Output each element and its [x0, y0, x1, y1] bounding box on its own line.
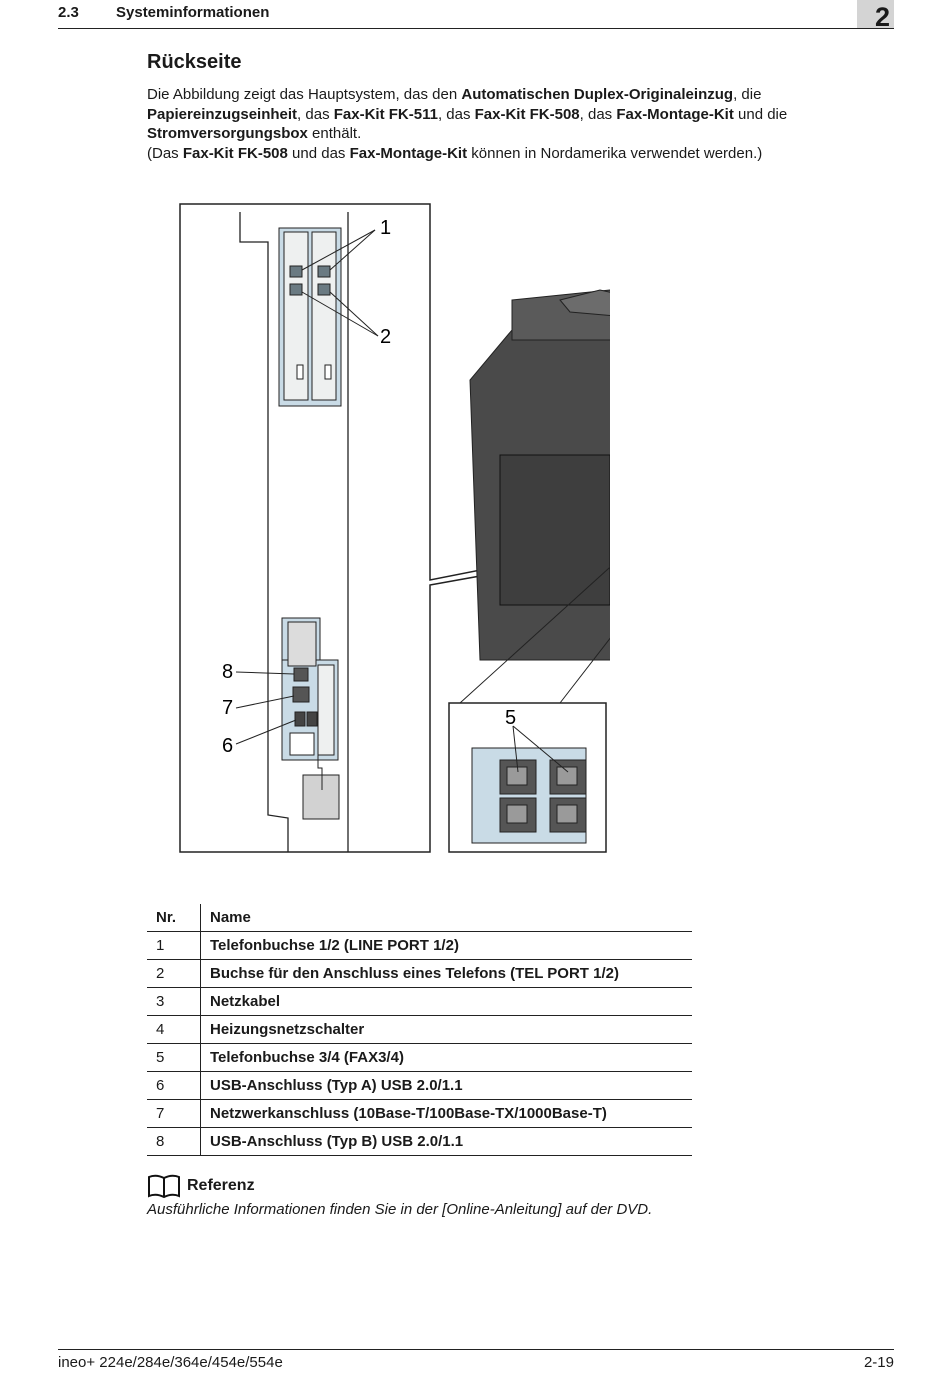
fax-kit-panel	[278, 227, 342, 407]
reference-title: Referenz	[187, 1177, 255, 1194]
page-number: 2-19	[863, 1354, 894, 1371]
callout-2: 2	[380, 326, 391, 348]
book-icon	[148, 1174, 180, 1199]
machine-body	[469, 289, 610, 661]
interface-panel	[281, 617, 340, 820]
model-name: ineo+ 224e/284e/364e/454e/554e	[58, 1354, 283, 1371]
section-title: Systeminformationen	[116, 4, 270, 21]
table-header-row: Nr. Name	[147, 904, 692, 932]
callout-1: 1	[380, 217, 391, 239]
reference-note: Referenz Ausführliche Informationen find…	[147, 1173, 847, 1218]
callout-5: 5	[505, 707, 516, 729]
page-footer: ineo+ 224e/284e/364e/454e/554e 2-19	[58, 1349, 894, 1371]
callout-7: 7	[222, 697, 233, 719]
chapter-number: 2	[857, 0, 894, 32]
page-header: 2.3 Systeminformationen	[58, 0, 894, 29]
intro-paragraph: Die Abbildung zeigt das Hauptsystem, das…	[147, 86, 788, 162]
reference-text: Ausführliche Informationen finden Sie in…	[147, 1201, 653, 1218]
callout-6: 6	[222, 735, 233, 757]
callout-8: 8	[222, 661, 233, 683]
page-title: Rückseite	[147, 51, 242, 73]
column-header-name: Name	[200, 904, 692, 932]
section-number: 2.3	[58, 4, 79, 21]
column-header-nr: Nr.	[147, 904, 201, 932]
rear-view-illustration: 1 2 8 7 6 3 4	[179, 203, 610, 853]
